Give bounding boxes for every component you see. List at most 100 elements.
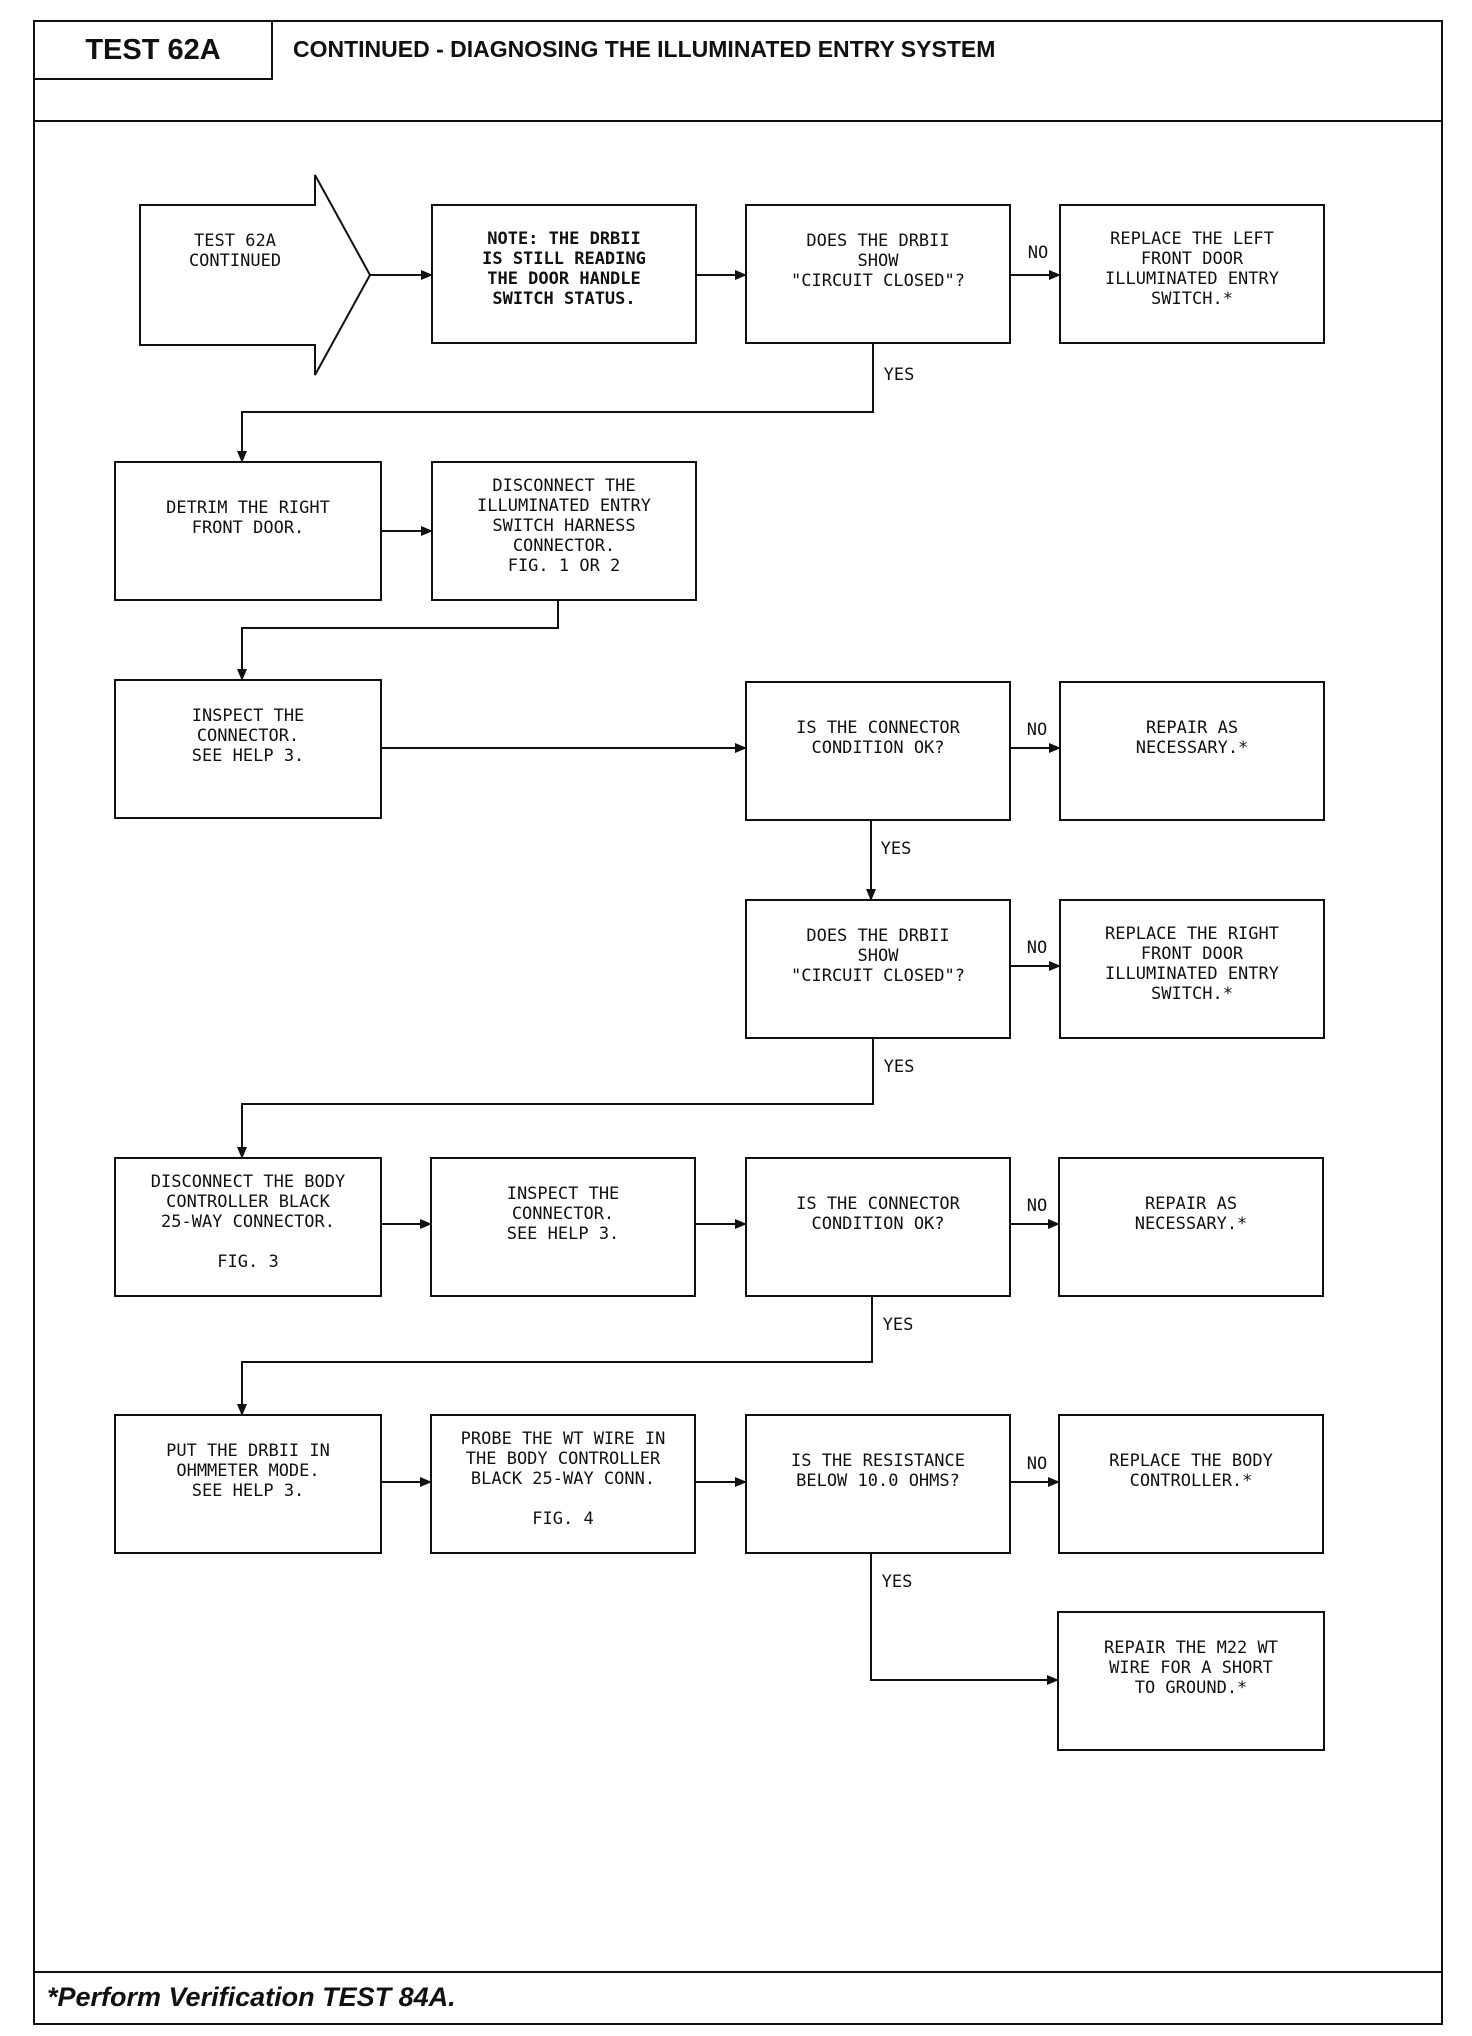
flow-edge-line [237, 1296, 873, 1416]
flow-node-box [431, 204, 697, 344]
flow-edge-label: NO [1028, 243, 1048, 263]
flow-node-line: SEE HELP 3. [192, 1481, 305, 1501]
footer: *Perform Verification TEST 84A. [35, 1971, 1441, 2023]
flow-node-line: SWITCH.* [1151, 984, 1233, 1004]
flow-edge-n_q1-n_detrim: YES [237, 343, 914, 463]
flow-edge-line [237, 343, 874, 463]
header: TEST 62A CONTINUED - DIAGNOSING THE ILLU… [35, 22, 1441, 122]
flow-node-line: "CIRCUIT CLOSED"? [791, 966, 965, 986]
flow-node-line: CONTROLLER BLACK [166, 1192, 331, 1212]
flow-node-line: DISCONNECT THE [492, 476, 635, 496]
flow-node-box [745, 681, 1011, 821]
flow-edge-n_q3-n_r3: NO [1010, 938, 1061, 971]
flow-node-line: IS THE CONNECTOR [796, 1194, 961, 1214]
flow-edge-label: NO [1027, 1454, 1047, 1474]
flow-edge-label: YES [882, 1572, 913, 1592]
flow-node-line: BLACK 25-WAY CONN. [471, 1469, 655, 1489]
flow-node-box [114, 1157, 382, 1297]
flow-edge-label: NO [1027, 1196, 1047, 1216]
flow-node-box [1058, 1414, 1324, 1554]
flow-edge-label: NO [1027, 720, 1047, 740]
flow-node-box [745, 1414, 1011, 1554]
flow-edge-n_q4-n_r4: NO [1010, 1196, 1060, 1229]
flow-node-line: CONDITION OK? [811, 738, 944, 758]
flow-node-line: TEST 62A [194, 231, 276, 251]
flow-node-line: PUT THE DRBII IN [166, 1441, 330, 1461]
flow-node-box [745, 204, 1011, 344]
flow-node-line: DISCONNECT THE BODY [151, 1172, 345, 1192]
flow-node-box [430, 1157, 696, 1297]
flow-node-line: IS THE RESISTANCE [791, 1451, 965, 1471]
flow-node-line: FIG. 4 [532, 1509, 593, 1529]
flow-edge-n_q3-n_disc2: YES [237, 1038, 915, 1159]
flow-edge-label: YES [883, 1315, 914, 1335]
flow-node-line: CONNECTOR. [512, 1204, 614, 1224]
flow-node-line: INSPECT THE [192, 706, 305, 726]
flow-edge-label: YES [881, 839, 912, 859]
flow-node-box [114, 1414, 382, 1554]
flow-edge-n_q4-n_ohm: YES [237, 1296, 914, 1416]
flow-node-box [1057, 1611, 1325, 1751]
flow-node-line: TO GROUND.* [1135, 1678, 1248, 1698]
flow-node-line: FIG. 3 [217, 1252, 278, 1272]
flow-edge-n_q2-n_r2: NO [1010, 720, 1061, 753]
flow-node-line: NECESSARY.* [1136, 738, 1249, 758]
flow-node-box [745, 1157, 1011, 1297]
start-arrow-shape [139, 174, 372, 376]
flow-edge-n_q1-n_r1: NO [1010, 243, 1061, 280]
flow-node-box [1059, 681, 1325, 821]
flow-node-line: BELOW 10.0 OHMS? [796, 1471, 960, 1491]
flow-node-line: INSPECT THE [507, 1184, 620, 1204]
flow-edge-n_q5-n_r6: YES [870, 1553, 1059, 1685]
flow-node-line: CONNECTOR. [513, 536, 615, 556]
flow-node-line: WIRE FOR A SHORT [1109, 1658, 1273, 1678]
flow-edge-n_q5-n_r5: NO [1010, 1454, 1060, 1487]
flow-node-line: DOES THE DRBII [806, 926, 949, 946]
flow-node-line: OHMMETER MODE. [176, 1461, 319, 1481]
flow-node-line: THE DOOR HANDLE [487, 269, 641, 289]
flow-node-line: SEE HELP 3. [507, 1224, 620, 1244]
flow-node-box [114, 461, 382, 601]
flow-edge-label: YES [884, 1057, 915, 1077]
flow-node-line: REPLACE THE BODY [1109, 1451, 1273, 1471]
flow-node-line: CONDITION OK? [811, 1214, 944, 1234]
flow-node-line: REPLACE THE LEFT [1110, 229, 1274, 249]
page-frame: TEST 62A CONTINUED - DIAGNOSING THE ILLU… [33, 20, 1443, 2025]
flow-node-box [1058, 1157, 1324, 1297]
flow-node-line: "CIRCUIT CLOSED"? [791, 271, 965, 291]
flow-edge-label: NO [1027, 938, 1047, 958]
flow-node-line: CONNECTOR. [197, 726, 299, 746]
flow-node-line: REPAIR AS [1145, 1194, 1237, 1214]
flow-node-line: IS THE CONNECTOR [796, 718, 961, 738]
flow-edge-line [237, 1038, 874, 1159]
page-title: CONTINUED - DIAGNOSING THE ILLUMINATED E… [293, 36, 996, 62]
flow-node-line: SHOW [858, 946, 900, 966]
flow-edge-line [237, 600, 559, 681]
